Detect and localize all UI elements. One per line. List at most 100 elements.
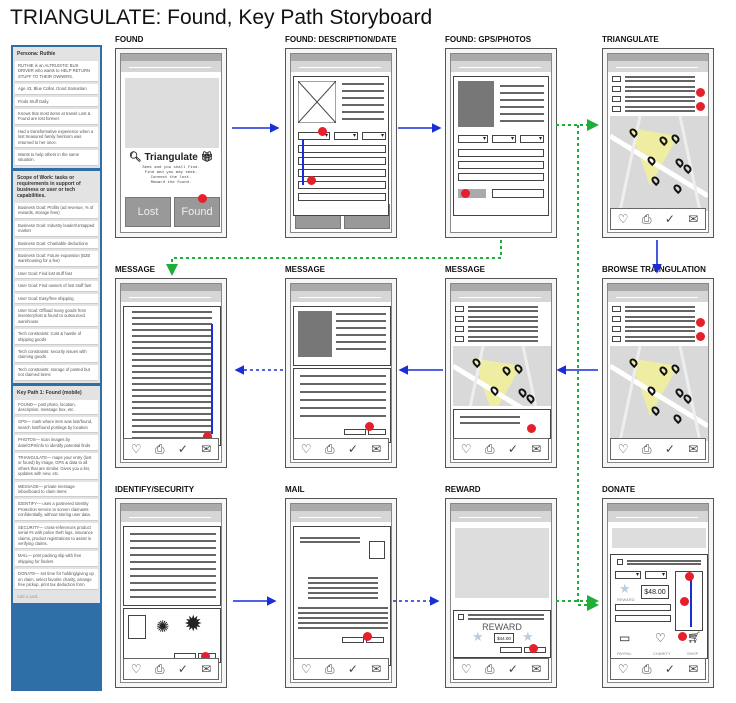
seal-icon: ✹ [184, 611, 203, 636]
check-icon[interactable]: ✓ [347, 662, 358, 676]
phone-screen-map: ♡ ⎙ ✓ ✉ [602, 278, 714, 468]
mail-icon[interactable]: ✉ [371, 442, 382, 456]
status-bar [608, 284, 708, 291]
heart-icon[interactable]: ♡ [617, 212, 629, 226]
trello-card[interactable]: IDENTIFY— uses a partnered Identity Prot… [15, 499, 98, 521]
trello-card[interactable]: User Goal: Easy/free shipping [15, 293, 98, 304]
mail-icon[interactable]: ✉ [201, 662, 212, 676]
check-icon[interactable]: ✓ [507, 442, 518, 456]
bottom-nav: ♡ ⎙ ✓ ✉ [453, 438, 549, 460]
trello-card[interactable]: GPS— mark where item was lost/found, sea… [15, 417, 98, 434]
search-bar[interactable] [451, 291, 551, 302]
print-icon[interactable]: ⎙ [324, 441, 335, 456]
trello-card[interactable]: Business Goal: Industry leader/Untapped … [15, 220, 98, 237]
phone-screen-gps: ▾▾▾ [445, 48, 557, 238]
check-icon[interactable]: ✓ [664, 442, 675, 456]
search-bar[interactable] [451, 61, 551, 72]
trello-card[interactable]: User Goal: Find lost stuff fast [15, 268, 98, 280]
trello-card[interactable]: Knows that most items at transit Lost & … [15, 109, 98, 125]
search-bar[interactable] [121, 61, 221, 72]
check-icon[interactable]: ✓ [507, 662, 518, 676]
donation-amount: $48.00 [641, 585, 669, 599]
mail-icon[interactable]: ✉ [531, 442, 542, 456]
check-icon[interactable]: ✓ [664, 212, 675, 226]
mail-icon[interactable]: ✉ [371, 662, 382, 676]
check-icon[interactable]: ✓ [177, 442, 188, 456]
found-button[interactable]: Found [174, 197, 220, 227]
heart-icon[interactable]: ♡ [460, 662, 472, 676]
trello-card[interactable]: MAIL— print packing slip with free shipp… [15, 551, 98, 568]
heart-icon[interactable]: ♡ [300, 442, 312, 456]
bottom-nav: ♡ ⎙ ✓ ✉ [293, 438, 389, 460]
trello-card[interactable]: SECURITY— cross-references product seria… [15, 522, 98, 550]
mail-icon[interactable]: ✉ [201, 442, 212, 456]
badge-icon: ✺ [156, 619, 170, 636]
trello-card[interactable]: User Goal: Find owners of lost stuff fas… [15, 281, 98, 292]
search-bar[interactable] [121, 291, 221, 302]
add-card-link[interactable]: Add a card... [17, 594, 41, 600]
mail-icon[interactable]: ✉ [688, 442, 699, 456]
trello-card[interactable]: User Goal: Offload many goods from inven… [15, 305, 98, 328]
trello-list: Key Path 1: Found (mobile)FOUND— post ph… [13, 385, 100, 604]
print-icon[interactable]: ⎙ [484, 441, 495, 456]
print-icon[interactable]: ⎙ [484, 661, 495, 676]
trello-card[interactable]: Tech constraints: Cost & hassle of shipp… [15, 329, 98, 345]
trello-card[interactable]: PHOTOS— scan images by date/GPS/info to … [15, 435, 98, 452]
heart-icon[interactable]: ♡ [617, 442, 629, 456]
heart-icon[interactable]: ♡ [617, 662, 629, 676]
map-view[interactable] [610, 116, 708, 211]
heart-icon[interactable]: ♡ [130, 442, 142, 456]
status-bar [291, 284, 391, 291]
check-icon[interactable]: ✓ [347, 442, 358, 456]
status-bar [451, 504, 551, 511]
heart-icon[interactable]: ♡ [300, 662, 312, 676]
search-bar[interactable] [291, 61, 391, 72]
trello-card[interactable]: Age 43, Blue Collar, Good Samaritan [15, 84, 98, 95]
map-view[interactable] [610, 346, 708, 441]
search-icon: 🔍︎ [129, 152, 145, 163]
check-icon[interactable]: ✓ [664, 662, 675, 676]
tap-indicator [680, 597, 689, 606]
trello-card[interactable]: Tech constraints: storage of posted but … [15, 364, 98, 381]
print-icon[interactable]: ⎙ [324, 661, 335, 676]
map-view[interactable] [453, 346, 551, 406]
heart-icon[interactable]: ♡ [130, 662, 142, 676]
trello-card[interactable]: TRIANGULATE— maps your entry (lost or fo… [15, 453, 98, 480]
star-icon: ★ [619, 581, 631, 596]
print-icon[interactable]: ⎙ [154, 661, 165, 676]
tap-indicator [198, 194, 207, 203]
trello-card[interactable]: Business Goal: Profits (ad revenue, % of… [15, 202, 98, 219]
print-icon[interactable]: ⎙ [641, 211, 652, 226]
trello-card[interactable]: MESSAGE— private message inbox/board to … [15, 481, 98, 498]
search-bar[interactable] [291, 511, 391, 522]
search-bar[interactable] [608, 291, 708, 302]
trello-card[interactable]: Finds Stuff Daily. [15, 96, 98, 108]
search-bar[interactable] [121, 511, 221, 522]
trello-card[interactable]: Business Goal: Charitable deductions [15, 238, 98, 249]
search-bar[interactable] [608, 511, 708, 522]
print-icon[interactable]: ⎙ [641, 441, 652, 456]
mail-icon[interactable]: ✉ [688, 212, 699, 226]
trello-card[interactable]: Tech constraints: security issues with c… [15, 346, 98, 363]
trello-card[interactable]: Wants to help others in the same situati… [15, 150, 98, 166]
search-bar[interactable] [451, 511, 551, 522]
screen-label: FOUND [115, 35, 144, 44]
trello-card[interactable]: DONATE— set time for holding/giving up o… [15, 569, 98, 591]
search-bar[interactable] [608, 61, 708, 72]
mail-icon[interactable]: ✉ [688, 662, 699, 676]
mail-icon[interactable]: ✉ [531, 662, 542, 676]
print-icon[interactable]: ⎙ [154, 441, 165, 456]
trello-card[interactable]: Had a transformative experience when a l… [15, 126, 98, 149]
check-icon[interactable]: ✓ [177, 662, 188, 676]
tap-indicator [203, 432, 212, 441]
screen-label: MESSAGE [445, 265, 486, 274]
heart-icon[interactable]: ♡ [460, 442, 472, 456]
trello-card[interactable]: Business Goal: Future expansion (B2B war… [15, 250, 98, 267]
lost-button[interactable]: Lost [125, 197, 171, 227]
trello-card[interactable]: RUTHIE is an ALTRUISTIC BUS DRIVER who w… [15, 61, 98, 83]
search-bar[interactable] [291, 291, 391, 302]
print-icon[interactable]: ⎙ [641, 661, 652, 676]
trello-card[interactable]: FOUND— post photo, location, description… [15, 399, 98, 416]
